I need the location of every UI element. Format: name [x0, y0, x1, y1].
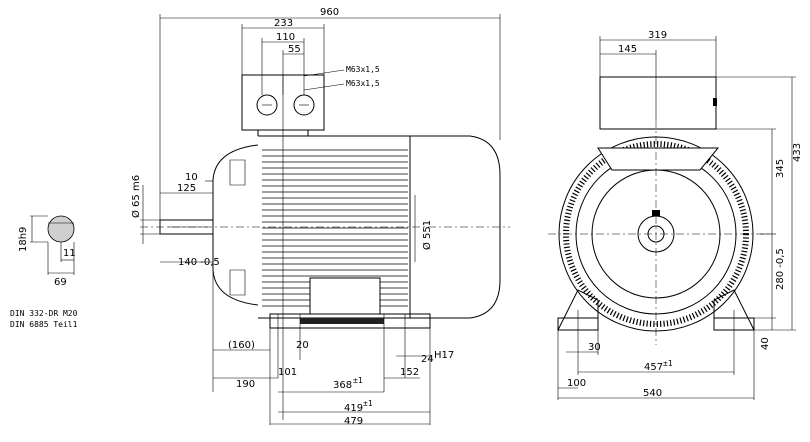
- dim-152: 152: [400, 367, 419, 378]
- dim-190: 190: [236, 379, 255, 390]
- dim-100: 100: [567, 378, 586, 389]
- dim-140: 140 -0,5: [178, 257, 220, 268]
- dim-160: (160): [228, 340, 255, 351]
- dim-101: 101: [278, 367, 297, 378]
- dim-125: 125: [177, 183, 196, 194]
- shaft-section: 18h9 11 69: [18, 215, 76, 288]
- dim-319: 319: [648, 30, 667, 41]
- dim-10: 10: [185, 172, 198, 183]
- dim-110: 110: [276, 32, 295, 43]
- side-view: 960 233 110 55 M63x1,5 M63x1,5 10 125 Ø …: [130, 7, 510, 427]
- terminal-box-front: [599, 76, 717, 130]
- dim-280: 280 -0,5: [775, 248, 786, 290]
- dim-145: 145: [618, 44, 637, 55]
- dim-479: 479: [344, 416, 363, 427]
- cooling-fins: [262, 149, 408, 307]
- dim-69: 69: [54, 277, 67, 288]
- dim-433: 433: [792, 143, 803, 162]
- dim-11: 11: [63, 248, 76, 259]
- fan-cover: [410, 135, 501, 319]
- tol-419: ±1: [363, 399, 373, 408]
- dim-540: 540: [643, 388, 662, 399]
- dim-960: 960: [320, 7, 339, 18]
- dim-55: 55: [288, 44, 301, 55]
- dim-h17: H17: [434, 350, 454, 361]
- note-din-6885: DIN 6885 Teil1: [10, 320, 78, 329]
- dim-233: 233: [274, 18, 293, 29]
- cable-gland-1: [256, 94, 278, 116]
- dim-419: 419: [344, 403, 363, 414]
- shaft-section-circle: [47, 215, 75, 243]
- foot-center: [309, 277, 381, 315]
- front-view: 319 145 433 345 280 -0,5 40 30 457 ±1 10…: [548, 30, 803, 400]
- dim-shaft-dia: Ø 65 m6: [130, 175, 142, 218]
- dim-368: 368: [333, 380, 352, 391]
- dim-551: Ø 551: [421, 220, 433, 250]
- tol-457: ±1: [663, 359, 673, 368]
- note-din-332: DIN 332-DR M20: [10, 309, 78, 318]
- tol-368: ±1: [353, 376, 363, 385]
- gland-label-1: M63x1,5: [346, 65, 380, 74]
- gland-label-2: M63x1,5: [346, 79, 380, 88]
- end-shield: [212, 144, 259, 306]
- dim-345: 345: [775, 159, 786, 178]
- dim-40: 40: [760, 337, 771, 350]
- dim-30: 30: [588, 342, 601, 353]
- dim-20: 20: [296, 340, 309, 351]
- dim-457: 457: [644, 362, 663, 373]
- dim-24: 24: [421, 354, 434, 365]
- dim-18h9: 18h9: [18, 227, 29, 252]
